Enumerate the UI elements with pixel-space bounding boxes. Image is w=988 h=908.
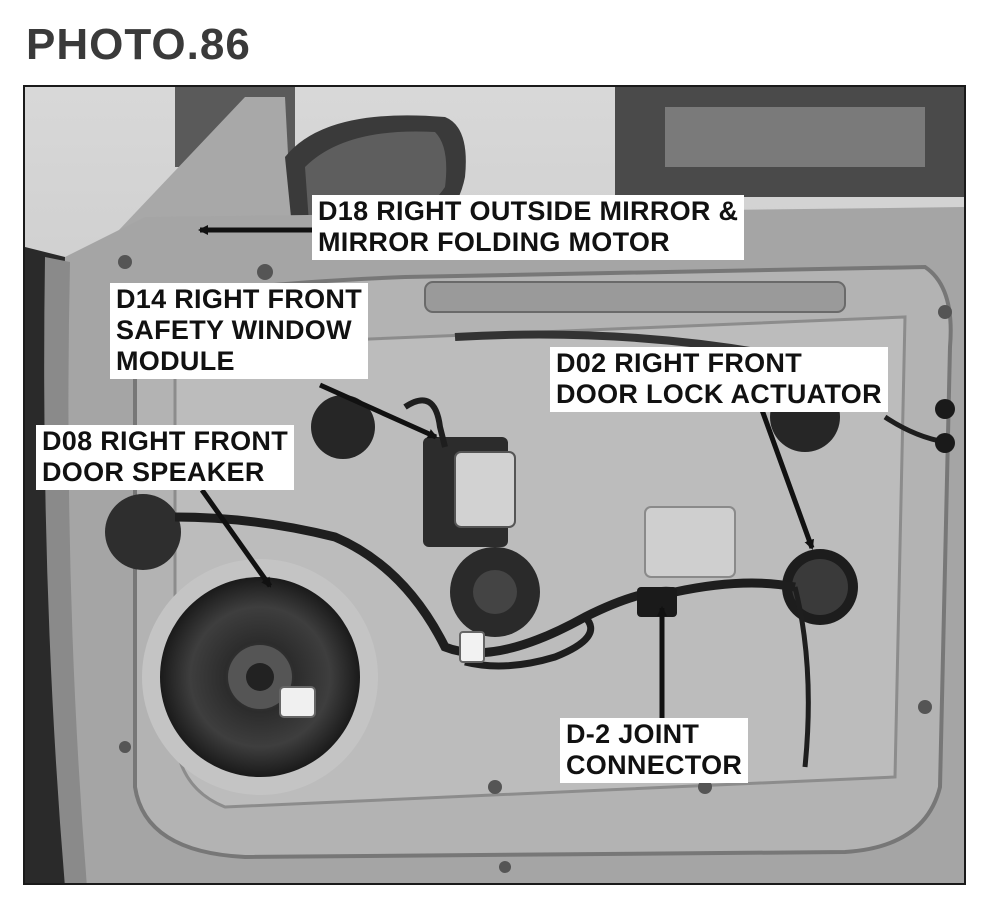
- callout-line: MIRROR FOLDING MOTOR: [318, 227, 670, 257]
- callout-line: DOOR LOCK ACTUATOR: [556, 379, 882, 409]
- callout-d18-mirror-motor: D18 RIGHT OUTSIDE MIRROR & MIRROR FOLDIN…: [312, 195, 745, 260]
- callout-line: MODULE: [116, 346, 235, 376]
- callout-line: SAFETY WINDOW: [116, 315, 352, 345]
- callout-d08-door-speaker: D08 RIGHT FRONT DOOR SPEAKER: [36, 425, 295, 490]
- callout-line: DOOR SPEAKER: [42, 457, 265, 487]
- callout-line: D08 RIGHT FRONT: [42, 426, 289, 456]
- callout-d14-window-module: D14 RIGHT FRONT SAFETY WINDOW MODULE: [110, 283, 369, 379]
- callout-line: D02 RIGHT FRONT: [556, 348, 803, 378]
- callout-line: CONNECTOR: [566, 750, 743, 780]
- page-title: PHOTO.86: [26, 20, 251, 69]
- callout-line: D-2 JOINT: [566, 719, 700, 749]
- callout-line: D14 RIGHT FRONT: [116, 284, 363, 314]
- callout-line: D18 RIGHT OUTSIDE MIRROR &: [318, 196, 739, 226]
- callout-d2-joint-connector: D-2 JOINT CONNECTOR: [560, 718, 749, 783]
- callout-d02-lock-actuator: D02 RIGHT FRONT DOOR LOCK ACTUATOR: [550, 347, 888, 412]
